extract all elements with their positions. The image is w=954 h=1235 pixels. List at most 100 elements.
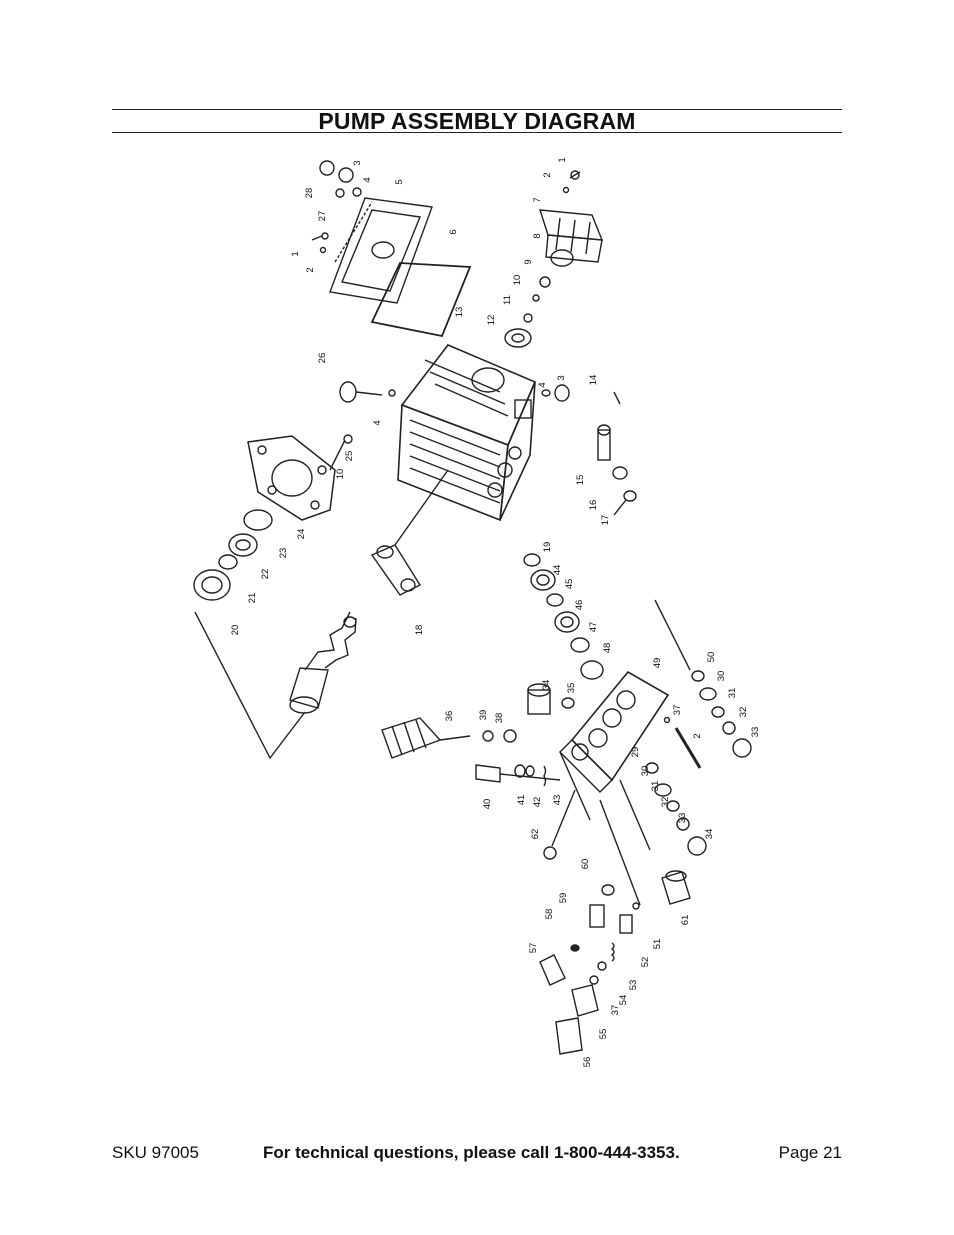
part-label: 58 bbox=[544, 909, 555, 920]
manifold-cap bbox=[527, 683, 575, 715]
part-label: 9 bbox=[523, 259, 534, 264]
part-label: 22 bbox=[260, 569, 271, 580]
part-label: 31 bbox=[727, 688, 738, 699]
page-footer: SKU 97005 For technical questions, pleas… bbox=[112, 1143, 842, 1167]
oil-sight-parts bbox=[597, 391, 637, 516]
seal-stack-right bbox=[504, 249, 574, 348]
part-label: 54 bbox=[618, 995, 629, 1006]
part-label: 45 bbox=[564, 579, 575, 590]
part-label: 16 bbox=[588, 500, 599, 511]
manifold-bolt bbox=[663, 716, 702, 769]
part-label: 47 bbox=[588, 622, 599, 633]
part-label: 57 bbox=[528, 943, 539, 954]
part-label: 6 bbox=[448, 229, 459, 234]
part-label: 21 bbox=[247, 593, 258, 604]
part-label: 30 bbox=[640, 766, 651, 777]
part-label: 55 bbox=[598, 1029, 609, 1040]
cover-fasteners bbox=[311, 160, 373, 263]
part-label: 15 bbox=[575, 475, 586, 486]
page-number: Page 21 bbox=[778, 1143, 842, 1162]
sku-number: SKU 97005 bbox=[112, 1143, 199, 1162]
crankcase bbox=[397, 344, 537, 522]
bearing-flange bbox=[247, 434, 353, 521]
part-label: 29 bbox=[630, 747, 641, 758]
part-label: 37 bbox=[610, 1005, 621, 1016]
side-bracket bbox=[539, 170, 604, 263]
part-label: 49 bbox=[652, 658, 663, 669]
part-label: 52 bbox=[640, 957, 651, 968]
part-label: 37 bbox=[672, 705, 683, 716]
cover-gasket bbox=[370, 262, 472, 338]
part-label: 41 bbox=[516, 795, 527, 806]
part-label: 50 bbox=[706, 652, 717, 663]
part-label: 12 bbox=[486, 315, 497, 326]
part-label: 59 bbox=[558, 893, 569, 904]
part-label: 42 bbox=[532, 797, 543, 808]
part-label: 39 bbox=[478, 710, 489, 721]
part-label: 5 bbox=[394, 179, 405, 184]
part-label: 4 bbox=[362, 177, 373, 182]
part-label: 2 bbox=[692, 733, 703, 738]
header-rule-top bbox=[112, 109, 842, 110]
part-label: 40 bbox=[482, 799, 493, 810]
part-label: 13 bbox=[454, 307, 465, 318]
part-label: 7 bbox=[532, 197, 543, 202]
part-label: 2 bbox=[542, 172, 553, 177]
part-label: 60 bbox=[580, 859, 591, 870]
drain-plug bbox=[541, 384, 570, 402]
part-label: 4 bbox=[372, 420, 383, 425]
part-label: 10 bbox=[512, 275, 523, 286]
part-label: 35 bbox=[566, 683, 577, 694]
part-label: 34 bbox=[704, 829, 715, 840]
part-label: 25 bbox=[344, 451, 355, 462]
oil-dipstick bbox=[339, 381, 396, 403]
pump-manifold bbox=[559, 670, 670, 851]
part-label: 32 bbox=[738, 707, 749, 718]
chemical-injector bbox=[539, 884, 615, 986]
part-label: 19 bbox=[542, 542, 553, 553]
part-label: 8 bbox=[532, 233, 543, 238]
outlet-fittings bbox=[475, 764, 561, 787]
part-label: 32 bbox=[660, 797, 671, 808]
part-label: 11 bbox=[502, 295, 513, 305]
part-label: 43 bbox=[552, 795, 563, 806]
bearing-stack bbox=[193, 509, 273, 601]
page-title: PUMP ASSEMBLY DIAGRAM bbox=[318, 108, 636, 134]
connecting-rod bbox=[370, 469, 449, 596]
part-label: 31 bbox=[650, 781, 661, 792]
check-valves-upper bbox=[654, 599, 752, 758]
part-label: 33 bbox=[677, 813, 688, 824]
part-label: 14 bbox=[588, 375, 599, 386]
part-label: 44 bbox=[552, 565, 563, 576]
part-label: 36 bbox=[444, 711, 455, 722]
part-label: 27 bbox=[317, 211, 328, 222]
part-label: 17 bbox=[600, 515, 611, 526]
part-label: 46 bbox=[574, 600, 585, 611]
part-label: 62 bbox=[530, 829, 541, 840]
part-label: 2 bbox=[305, 267, 316, 272]
part-label: 34 bbox=[541, 680, 552, 691]
lower-valve-stack bbox=[555, 799, 641, 1055]
part-label: 18 bbox=[414, 625, 425, 636]
pump-top-cover bbox=[329, 197, 433, 304]
part-label: 1 bbox=[557, 157, 568, 162]
part-label: 30 bbox=[716, 671, 727, 682]
part-label: 33 bbox=[750, 727, 761, 738]
part-label: 1 bbox=[290, 251, 301, 256]
part-label: 28 bbox=[304, 188, 315, 199]
piston-seal-stack bbox=[523, 553, 604, 680]
part-label: 20 bbox=[230, 625, 241, 636]
tech-support-line: For technical questions, please call 1-8… bbox=[263, 1143, 680, 1162]
check-valves-lower bbox=[645, 762, 707, 856]
part-label: 53 bbox=[628, 980, 639, 991]
part-label: 3 bbox=[352, 160, 363, 165]
part-label: 24 bbox=[296, 529, 307, 540]
crankshaft bbox=[194, 611, 357, 760]
part-label: 4 bbox=[537, 382, 548, 387]
relief-valve bbox=[543, 789, 576, 860]
header-rule-bottom bbox=[112, 132, 842, 133]
part-label: 38 bbox=[494, 713, 505, 724]
part-label: 56 bbox=[582, 1057, 593, 1068]
